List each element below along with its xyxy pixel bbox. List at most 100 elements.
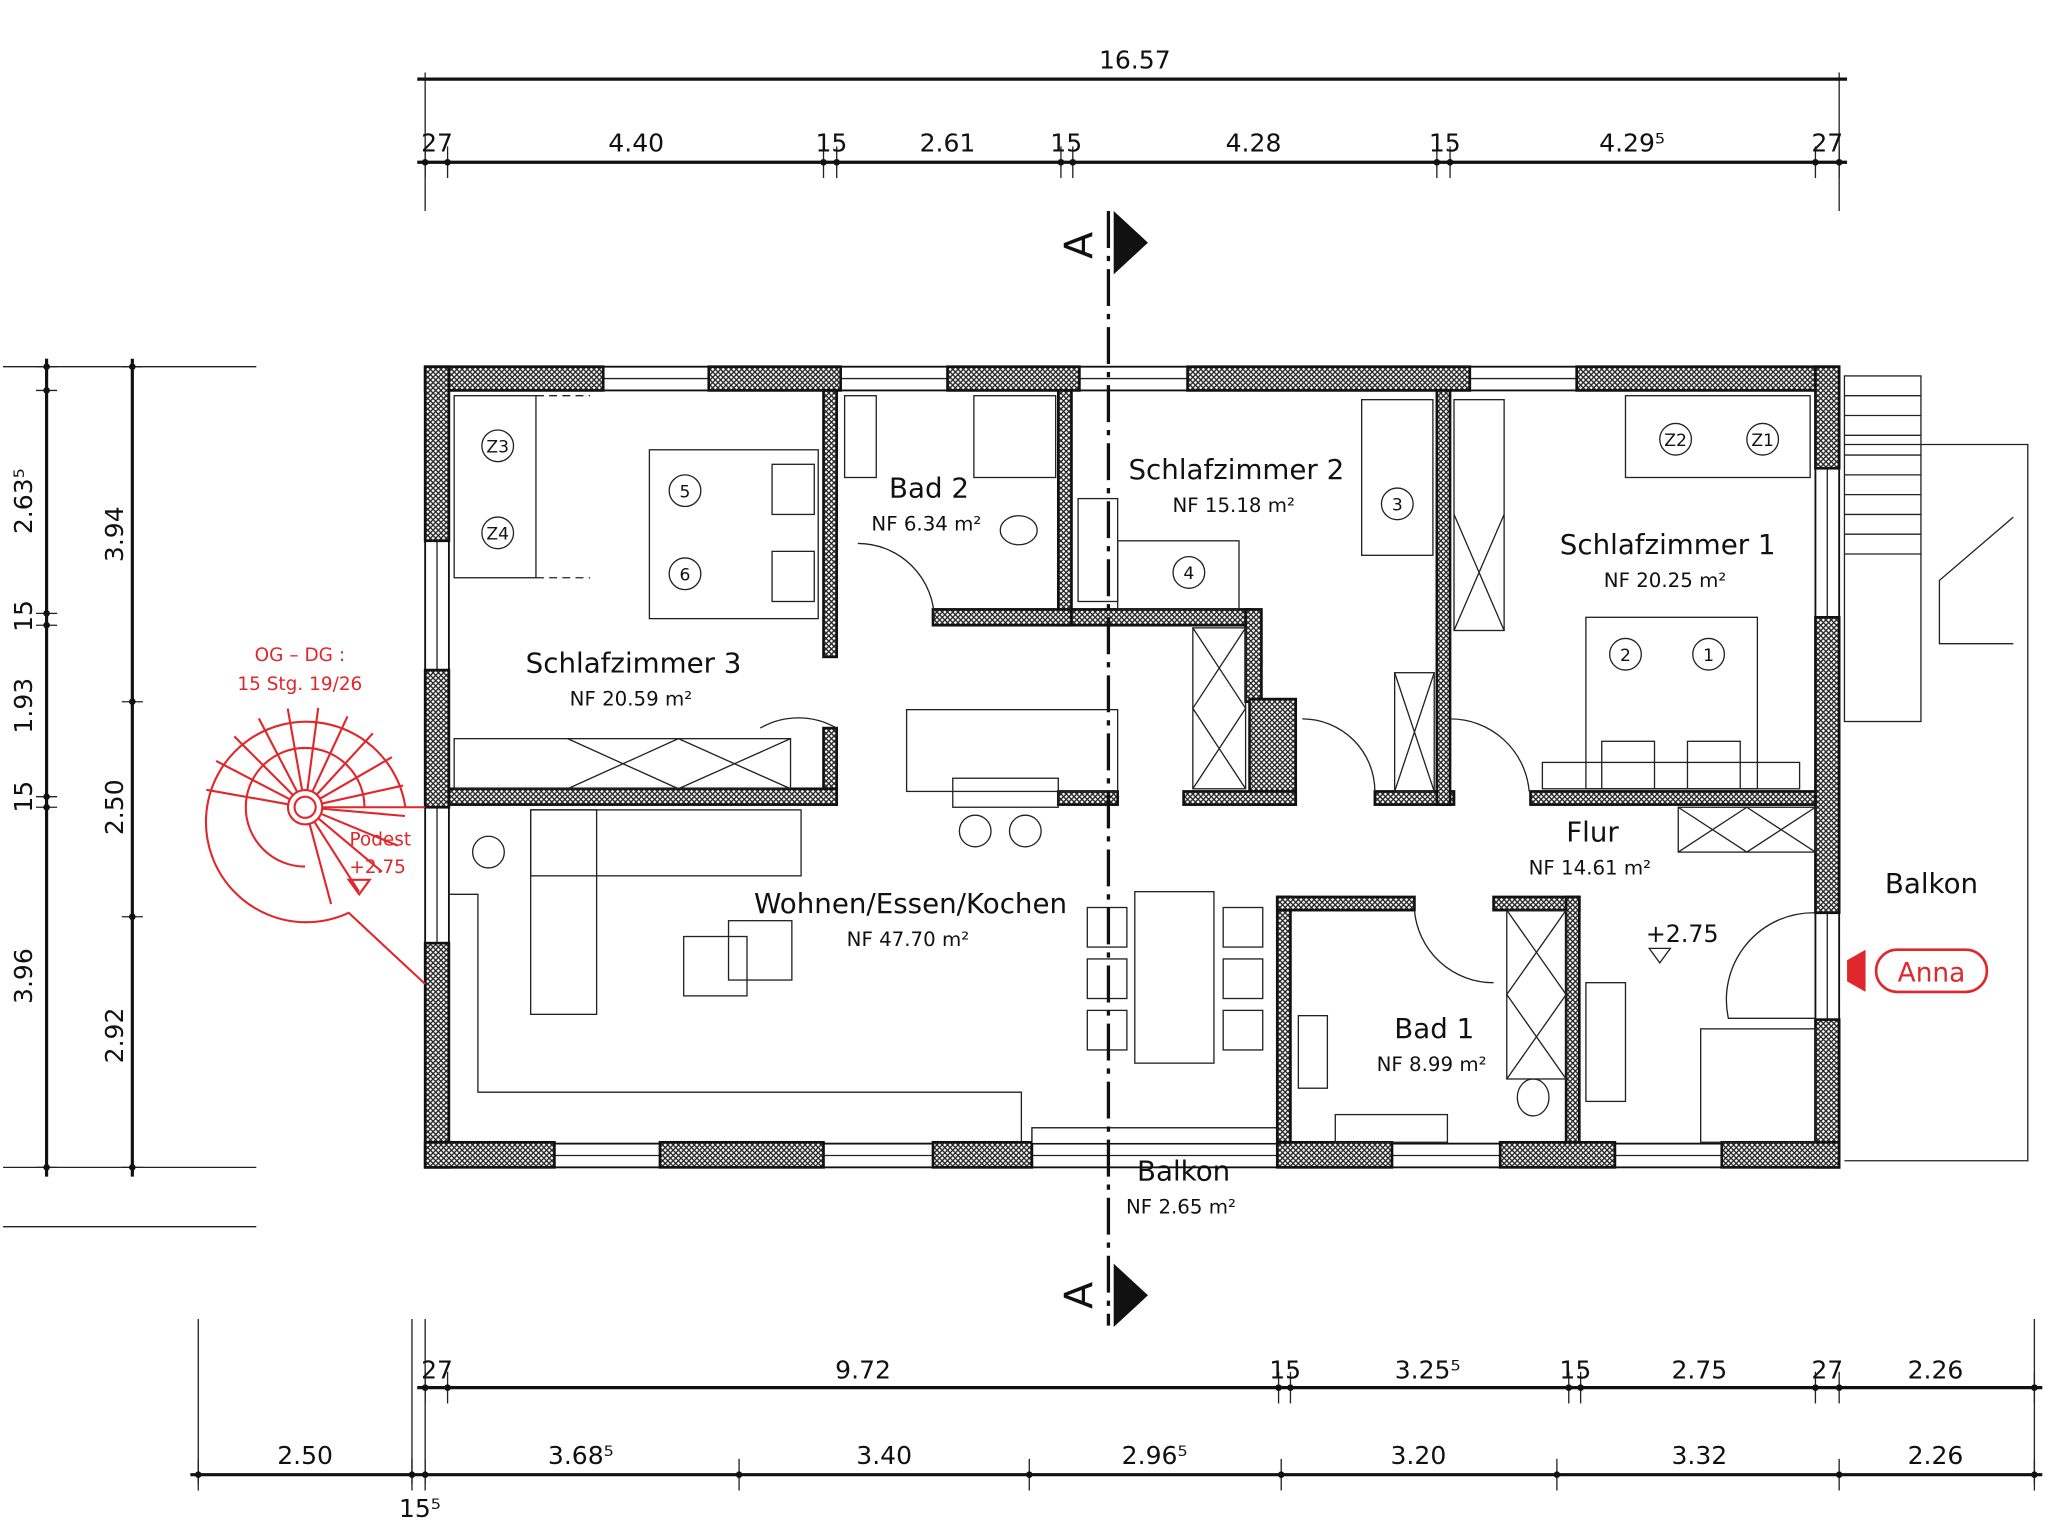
stair-tread [311, 715, 349, 793]
room-label: Bad 1 NF 8.99 m² [1377, 1012, 1487, 1076]
room-name: Balkon [1137, 1155, 1230, 1188]
room-label: Schlafzimmer 1 NF 20.25 m² [1560, 528, 1776, 592]
dimension-label: 3.68⁵ [548, 1441, 614, 1470]
dimension-label: 1.93 [9, 678, 38, 734]
furniture-number: 5 [680, 482, 691, 502]
dimension-total: 16.57 [1099, 46, 1171, 75]
dimension-label: 2.92 [100, 1008, 129, 1064]
room-label: Wohnen/Essen/Kochen NF 47.70 m² [754, 887, 1067, 951]
furniture-number: Z1 [1751, 431, 1774, 451]
dimension-label: 3.40 [856, 1441, 912, 1470]
room-area: NF 6.34 m² [871, 512, 981, 535]
room-area: NF 47.70 m² [847, 928, 969, 951]
section-label-top: A [1057, 232, 1103, 259]
dimension-label: 4.29⁵ [1599, 129, 1665, 158]
room-label: Balkon [1885, 867, 1978, 900]
room-name: Schlafzimmer 2 [1128, 453, 1344, 486]
room-label: Schlafzimmer 3 NF 20.59 m² [526, 647, 742, 711]
dimension-label: 15 [9, 600, 38, 632]
room-name: Flur [1566, 816, 1619, 849]
dimension-label: 15⁵ [399, 1494, 441, 1523]
furniture-number: Z3 [486, 437, 509, 457]
stair-tread [321, 784, 404, 805]
room-label: Bad 2 NF 6.34 m² [871, 471, 981, 535]
dimension-label: 3.94 [100, 506, 129, 562]
room-name: Schlafzimmer 1 [1560, 528, 1776, 561]
dimension-label: 2.96⁵ [1122, 1441, 1188, 1470]
furniture-number: Z2 [1664, 431, 1687, 451]
dimension-label: 15 [1429, 129, 1461, 158]
room-area: NF 8.99 m² [1377, 1053, 1487, 1076]
furniture-number: Z4 [486, 524, 509, 544]
dimension-label: 2.26 [1908, 1355, 1964, 1384]
section-line-a: A A [1057, 211, 1148, 1327]
landing-level: +2.75 [349, 857, 406, 878]
dimension-label: 15 [815, 129, 847, 158]
room-label: Schlafzimmer 2 NF 15.18 m² [1128, 453, 1344, 517]
room-name: Bad 2 [889, 471, 969, 504]
stair-tread [286, 708, 304, 791]
exterior-walls [423, 365, 1841, 1169]
stair-tread [315, 732, 374, 796]
room-area: NF 15.18 m² [1172, 494, 1294, 517]
stair-tread [319, 756, 393, 800]
stair-tread [233, 735, 294, 796]
stair-note-line1: OG – DG : [255, 645, 345, 666]
room-area: NF 20.59 m² [570, 688, 692, 711]
spiral-stair: OG – DG : 15 Stg. 19/26 Podest +2.75 [204, 645, 426, 985]
dimension-label: 15 [9, 781, 38, 813]
stair-tread [306, 707, 320, 791]
dimension-label: 2.26 [1908, 1441, 1964, 1470]
room-area: NF 2.65 m² [1126, 1196, 1236, 1219]
entry-marker[interactable]: Anna [1847, 948, 1989, 994]
dimension-label: 15 [1559, 1355, 1591, 1384]
stair-tread [257, 717, 299, 793]
dimension-label: 27 [421, 129, 453, 158]
room-name: Wohnen/Essen/Kochen [754, 887, 1067, 920]
stair-tread [206, 788, 289, 806]
dimension-label: 27 [1811, 129, 1843, 158]
room-name: Bad 1 [1394, 1012, 1474, 1045]
floor-level: +2.75 [1646, 920, 1719, 948]
furniture-number: 1 [1703, 646, 1714, 666]
furniture-number: 4 [1183, 564, 1194, 584]
furniture-number: 6 [680, 565, 691, 585]
entry-label: Anna [1898, 958, 1966, 988]
stair-tread [322, 807, 406, 818]
dimension-label: 27 [1811, 1355, 1843, 1384]
stair-tread [317, 817, 383, 873]
room-area: NF 14.61 m² [1529, 857, 1651, 880]
dimension-label: 9.72 [835, 1355, 891, 1384]
dimension-label: 3.96 [9, 948, 38, 1004]
room-name: Balkon [1885, 867, 1978, 900]
room-labels: Schlafzimmer 3 NF 20.59 m² Bad 2 NF 6.34 m²… [526, 453, 1978, 1219]
dimension-label: 2.75 [1671, 1355, 1727, 1384]
stair-note-line2: 15 Stg. 19/26 [237, 674, 362, 695]
dimension-label: 4.28 [1226, 129, 1282, 158]
room-label: Balkon NF 2.65 m² [1126, 1155, 1236, 1219]
dimension-label: 2.63⁵ [9, 468, 38, 534]
dimension-label: 2.50 [277, 1441, 333, 1470]
dimension-label: 3.32 [1671, 1441, 1727, 1470]
furniture-number: 2 [1620, 646, 1631, 666]
stair-tread [308, 823, 333, 905]
landing-label: Podest [349, 830, 411, 851]
interior-walls [447, 389, 1817, 1144]
dimension-label: 27 [421, 1355, 453, 1384]
room-area: NF 20.25 m² [1604, 569, 1726, 592]
dimension-label: 15 [1050, 129, 1082, 158]
dimension-label: 3.20 [1391, 1441, 1447, 1470]
dimension-label: 4.40 [608, 129, 664, 158]
dimension-label: 2.61 [920, 129, 976, 158]
furniture [448, 375, 2029, 1162]
section-label-bottom: A [1057, 1282, 1103, 1309]
furniture-number: 3 [1392, 495, 1403, 515]
stair-tread [320, 812, 399, 847]
dimension-label: 15 [1269, 1355, 1301, 1384]
dimension-label: 2.50 [100, 779, 129, 835]
room-name: Schlafzimmer 3 [526, 647, 742, 680]
stair-tread [215, 760, 291, 801]
